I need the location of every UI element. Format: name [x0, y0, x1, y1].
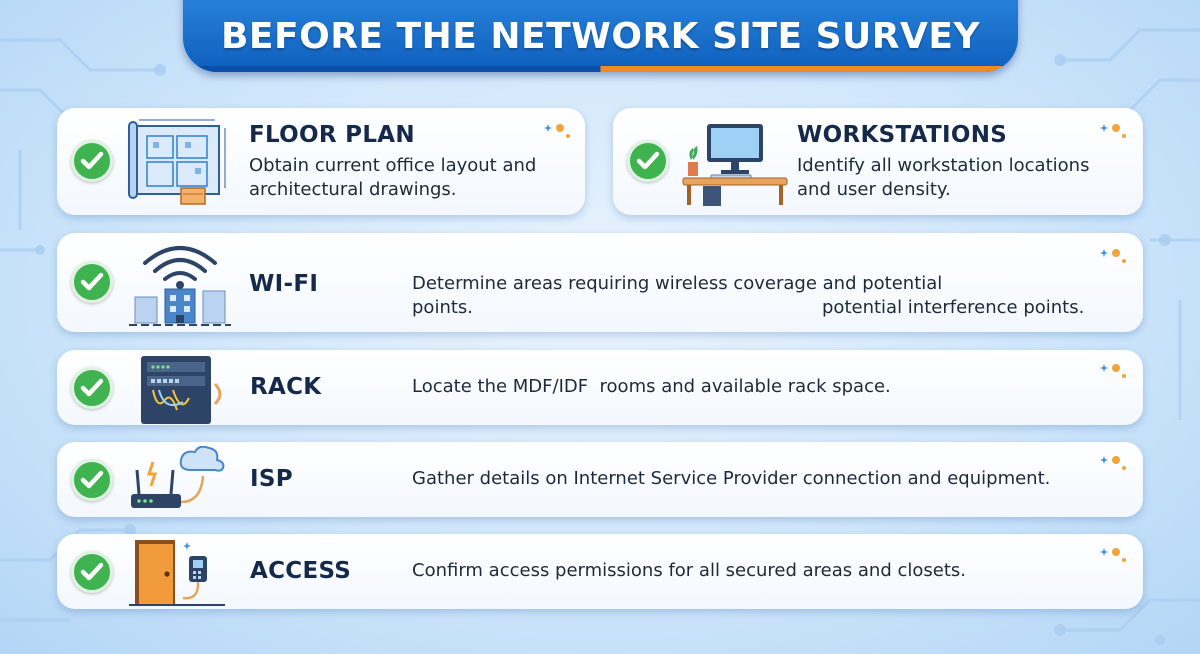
item-title: WORKSTATIONS: [797, 122, 1008, 148]
checklist-card-isp: ISP Gather details on Internet Service P…: [57, 442, 1143, 517]
sparkle-icon: [1100, 456, 1126, 470]
header-banner: BEFORE THE NETWORK SITE SURVEY: [183, 0, 1018, 72]
check-icon: [71, 367, 113, 409]
router-cloud-icon: [131, 446, 225, 508]
item-description-line-2: points.: [412, 297, 474, 318]
sparkle-icon: [1100, 364, 1126, 378]
item-description: Confirm access permissions for all secur…: [412, 560, 966, 581]
item-description-line-2-continued: potential interference points.: [822, 297, 1085, 318]
check-icon: [71, 140, 113, 182]
wifi-building-icon: [129, 246, 231, 326]
item-description: Obtain current office layout and archite…: [249, 155, 537, 200]
sparkle-icon: [1100, 249, 1126, 263]
item-description-line-1: Determine areas requiring wireless cover…: [412, 273, 943, 294]
item-description: Gather details on Internet Service Provi…: [412, 468, 1051, 489]
workstation-desk-icon: [682, 124, 788, 206]
item-title: RACK: [250, 374, 322, 400]
item-description: Identify all workstation locations and u…: [797, 155, 1090, 200]
sparkle-icon: [1100, 124, 1126, 138]
server-rack-icon: [141, 356, 222, 424]
check-icon: [627, 140, 669, 182]
item-title: ISP: [250, 466, 293, 492]
checklist-card-rack: RACK Locate the MDF/IDF rooms and availa…: [57, 350, 1143, 425]
checklist-card-workstations: WORKSTATIONS Identify all workstation lo…: [613, 108, 1143, 215]
checklist-card-access: ACCESS Confirm access permissions for al…: [57, 534, 1143, 609]
blueprint-icon: [128, 119, 226, 205]
page-title: BEFORE THE NETWORK SITE SURVEY: [220, 15, 981, 57]
item-title: ACCESS: [250, 558, 352, 584]
sparkle-icon: [1100, 548, 1126, 562]
checklist-card-floor-plan: FLOOR PLAN Obtain current office layout …: [57, 108, 585, 215]
checklist-card-wifi: WI-FI Determine areas requiring wireless…: [57, 233, 1143, 332]
check-icon: [71, 261, 113, 303]
item-title: FLOOR PLAN: [249, 122, 415, 148]
check-icon: [71, 459, 113, 501]
check-icon: [71, 551, 113, 593]
door-keypad-icon: [129, 540, 225, 606]
item-title: WI-FI: [249, 271, 319, 297]
sparkle-icon: [544, 124, 570, 138]
item-description: Locate the MDF/IDF rooms and available r…: [412, 376, 891, 397]
